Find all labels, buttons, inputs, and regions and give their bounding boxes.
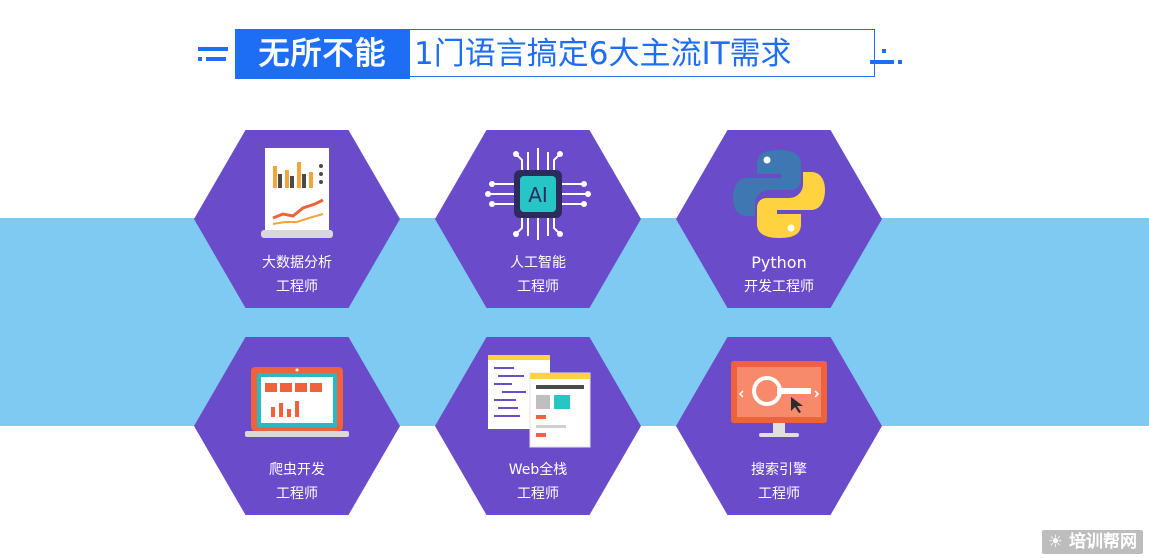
ai-chip-icon: AI [485,148,591,240]
title-subtitle: 1门语言搞定6大主流IT需求 [410,29,875,77]
decor-dash [206,57,226,61]
decor-dot [898,60,902,64]
card-label: Web全栈 [508,462,568,478]
card-label: 大数据分析 [262,255,332,271]
python-logo-icon [733,150,825,238]
card-label: 工程师 [517,486,559,502]
laptop-crawler-icon [245,367,349,437]
card-label: 工程师 [276,486,318,502]
card-label: 开发工程师 [744,279,814,295]
decor-dash [198,47,228,51]
card-label: Python [751,253,807,272]
search-monitor-icon [731,361,827,437]
card-label: 工程师 [758,486,800,502]
card-label: 搜索引擎 [751,462,807,478]
svg-text:AI: AI [528,183,548,207]
card-label: 人工智能 [510,255,566,271]
decor-dash [870,60,894,64]
title-highlight: 无所不能 [235,29,410,79]
watermark-text: 培训帮网 [1069,532,1137,552]
card-label: 工程师 [517,279,559,295]
decor-dot [198,57,202,61]
data-report-icon [261,148,333,238]
card-label: 爬虫开发 [269,462,325,478]
decor-dot [882,49,886,53]
card-label: 工程师 [276,279,318,295]
watermark-logo-icon: ☀ [1047,532,1063,552]
page-title: 无所不能 1门语言搞定6大主流IT需求 [198,27,908,81]
web-pages-icon [488,355,591,448]
watermark: ☀ 培训帮网 [1041,530,1143,554]
